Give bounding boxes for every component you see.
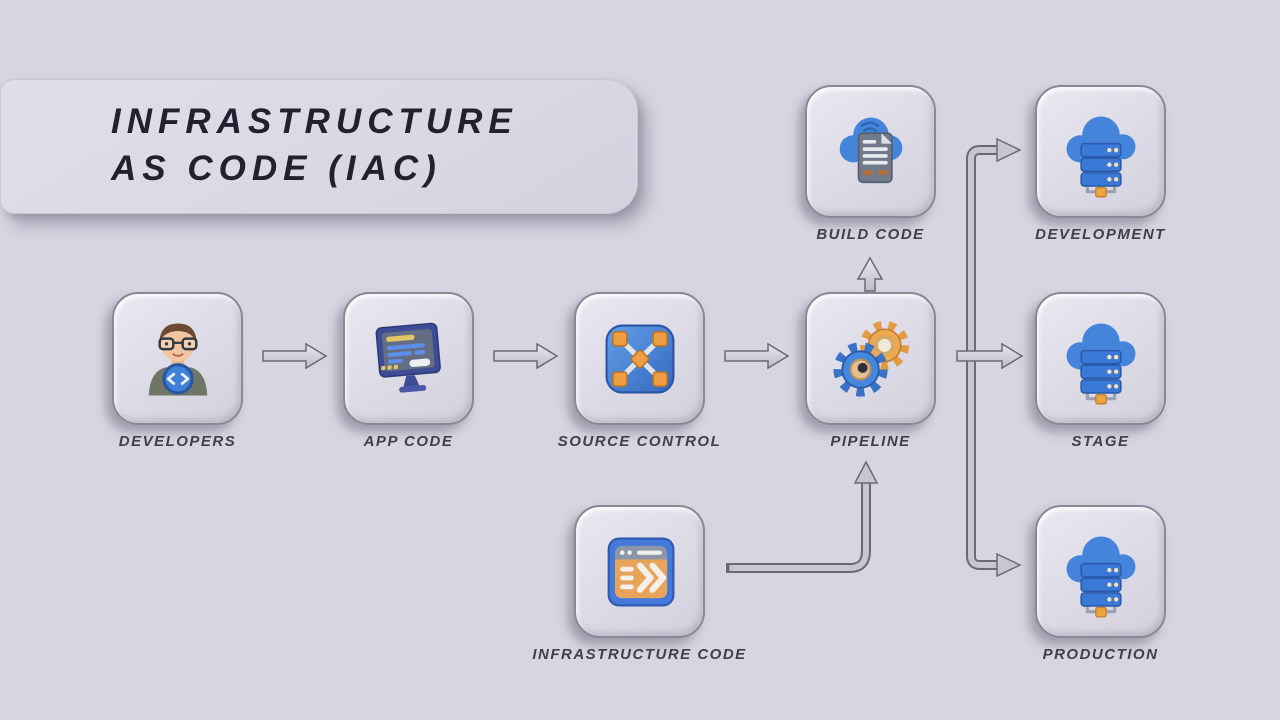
cloud-server-icon: [1066, 115, 1135, 198]
arrow-sourcecontrol-to-pipeline: [724, 342, 790, 370]
arrowhead-to-production: [996, 552, 1022, 578]
arrow-developers-to-appcode: [262, 342, 328, 370]
arrowhead-to-pipeline: [853, 460, 879, 484]
arrow-pipeline-to-stage: [956, 342, 1024, 370]
trunk-connector: [966, 137, 1022, 578]
developers-card: [112, 292, 243, 425]
node-developers: DEVELOPERS: [112, 292, 243, 450]
node-development: DEVELOPMENT: [1035, 85, 1166, 243]
page-title: INFRASTRUCTURE AS CODE (IAC): [1, 80, 637, 192]
infrastructure-code-card: [574, 505, 705, 638]
app-code-card: [343, 292, 474, 425]
node-label: PRODUCTION: [1042, 646, 1159, 663]
node-pipeline: PIPELINE: [805, 292, 936, 450]
pipeline-card: [805, 292, 936, 425]
cloud-document-icon: [839, 117, 902, 183]
developer-avatar-icon: [148, 322, 207, 396]
node-app-code: APP CODE: [343, 292, 474, 450]
infra-to-pipeline-connector: [726, 460, 879, 573]
node-stage: STAGE: [1035, 292, 1166, 450]
title-panel: INFRASTRUCTURE AS CODE (IAC): [0, 79, 638, 214]
node-label: INFRASTRUCTURE CODE: [532, 646, 747, 663]
node-label: SOURCE CONTROL: [557, 433, 722, 450]
arrowhead-to-development: [996, 137, 1022, 163]
node-label: PIPELINE: [830, 433, 911, 450]
node-label: BUILD CODE: [816, 226, 925, 243]
node-label: STAGE: [1071, 433, 1130, 450]
node-label: DEVELOPMENT: [1035, 226, 1166, 243]
network-nodes-icon: [605, 324, 674, 393]
node-infrastructure-code: INFRASTRUCTURE CODE: [532, 505, 745, 663]
node-label: DEVELOPERS: [118, 433, 237, 450]
node-build-code: BUILD CODE: [805, 85, 936, 243]
page-title-line2: AS CODE (IAC): [111, 149, 442, 188]
build-code-card: [805, 85, 936, 218]
gears-icon: [832, 320, 909, 397]
cloud-server-icon: [1066, 322, 1135, 405]
node-source-control: SOURCE CONTROL: [558, 292, 720, 450]
arrow-pipeline-to-buildcode: [856, 256, 884, 292]
stage-card: [1035, 292, 1166, 425]
cloud-server-icon: [1066, 535, 1135, 618]
terminal-window-icon: [607, 537, 674, 606]
code-monitor-icon: [375, 322, 441, 393]
development-card: [1035, 85, 1166, 218]
source-control-card: [574, 292, 705, 425]
page-title-line1: INFRASTRUCTURE: [111, 102, 518, 141]
production-card: [1035, 505, 1166, 638]
node-production: PRODUCTION: [1035, 505, 1166, 663]
blue-gear: [832, 341, 888, 397]
arrow-appcode-to-sourcecontrol: [493, 342, 559, 370]
node-label: APP CODE: [363, 433, 454, 450]
